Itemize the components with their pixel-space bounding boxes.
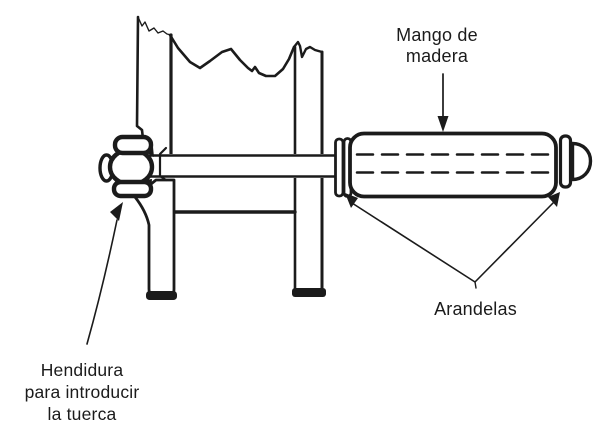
label-line: Arandelas xyxy=(434,299,517,319)
arrowhead xyxy=(110,202,123,221)
blade-foot xyxy=(146,291,177,300)
nut-top-flange xyxy=(112,134,154,156)
label-line: Mango de xyxy=(396,25,478,45)
arrowhead-right xyxy=(548,192,560,207)
vertex-tick xyxy=(474,281,477,289)
arrowhead-left xyxy=(345,193,358,208)
leader-arrow-mango xyxy=(437,73,449,132)
wing-nut xyxy=(98,134,155,199)
label-line: Hendidura xyxy=(40,360,124,380)
torn-edge-line-right xyxy=(292,40,324,59)
rod-end-cap xyxy=(570,141,593,182)
washer-right xyxy=(558,134,573,189)
nut-bottom-flange xyxy=(111,179,154,199)
label-line: para introducir xyxy=(24,382,140,402)
blade-left-edge xyxy=(135,15,145,141)
washer-left-outer xyxy=(334,137,345,198)
handle-body xyxy=(348,131,558,199)
label-line: la tuerca xyxy=(47,404,117,424)
blade-torn-tip xyxy=(137,16,172,36)
label-line: madera xyxy=(405,46,469,66)
rod-body xyxy=(150,154,340,178)
label-mango-de-madera: Mango de madera xyxy=(372,25,502,67)
rod-slit-mark xyxy=(158,146,168,182)
leader-arrow-hendidura xyxy=(86,202,123,345)
label-hendidura: Hendidura para introducir la tuerca xyxy=(2,359,162,425)
leader-arrow-arandelas xyxy=(345,192,560,289)
label-arandelas: Arandelas xyxy=(418,299,533,320)
arrowhead xyxy=(437,116,449,132)
leader-line xyxy=(86,219,118,345)
torn-edge-line xyxy=(168,33,296,78)
washer-right-body xyxy=(558,134,573,189)
leader-line-v xyxy=(351,200,556,283)
post-foot xyxy=(292,288,326,297)
threaded-rod xyxy=(148,146,342,182)
wooden-handle xyxy=(348,131,558,199)
blade xyxy=(133,15,177,300)
